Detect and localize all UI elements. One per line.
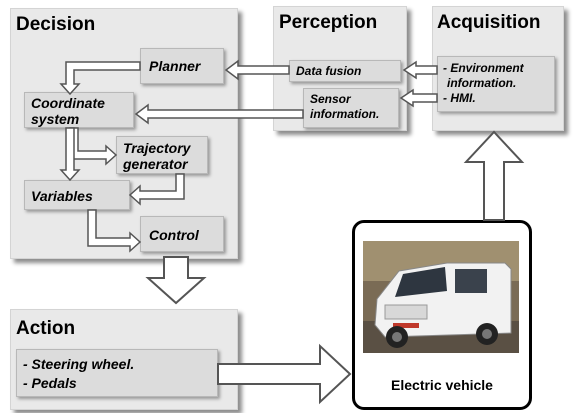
planner-label: Planner — [149, 58, 201, 74]
vehicle-photo — [363, 241, 519, 353]
acquisition-title: Acquisition — [437, 12, 541, 33]
planner-box: Planner — [140, 48, 224, 84]
action-title: Action — [16, 318, 76, 339]
variables-label: Variables — [31, 188, 93, 204]
sensor-information-line1: Sensor — [310, 92, 351, 106]
sensor-information-line2: information. — [310, 107, 380, 121]
action-item-steering: - Steering wheel. — [23, 356, 135, 372]
variables-box: Variables — [24, 180, 130, 210]
data-fusion-label: Data fusion — [296, 64, 362, 78]
trajectory-generator-line2: generator — [123, 156, 188, 172]
coordinate-system-line2: system — [31, 111, 80, 127]
trajectory-generator-line1: Trajectory — [123, 140, 191, 156]
control-box: Control — [140, 216, 224, 252]
control-label: Control — [149, 227, 199, 243]
acquisition-item-hmi: - HMI. — [443, 91, 476, 105]
electric-vehicle-label: Electric vehicle — [391, 377, 493, 393]
data-fusion-box: Data fusion — [289, 60, 401, 82]
acquisition-info-box: - Environment information. - HMI. — [437, 56, 555, 112]
action-items-box: - Steering wheel. - Pedals — [16, 349, 218, 397]
acquisition-item-information: information. — [447, 76, 517, 90]
electric-vehicle-frame: Electric vehicle — [352, 220, 532, 410]
sensor-information-box: Sensor information. — [303, 88, 399, 128]
coordinate-system-box: Coordinate system — [24, 92, 134, 128]
perception-title: Perception — [279, 12, 378, 33]
coordinate-system-line1: Coordinate — [31, 95, 105, 111]
action-item-pedals: - Pedals — [23, 375, 77, 391]
acquisition-item-environment: - Environment — [443, 61, 524, 75]
trajectory-generator-box: Trajectory generator — [116, 136, 208, 174]
decision-title: Decision — [16, 14, 96, 35]
